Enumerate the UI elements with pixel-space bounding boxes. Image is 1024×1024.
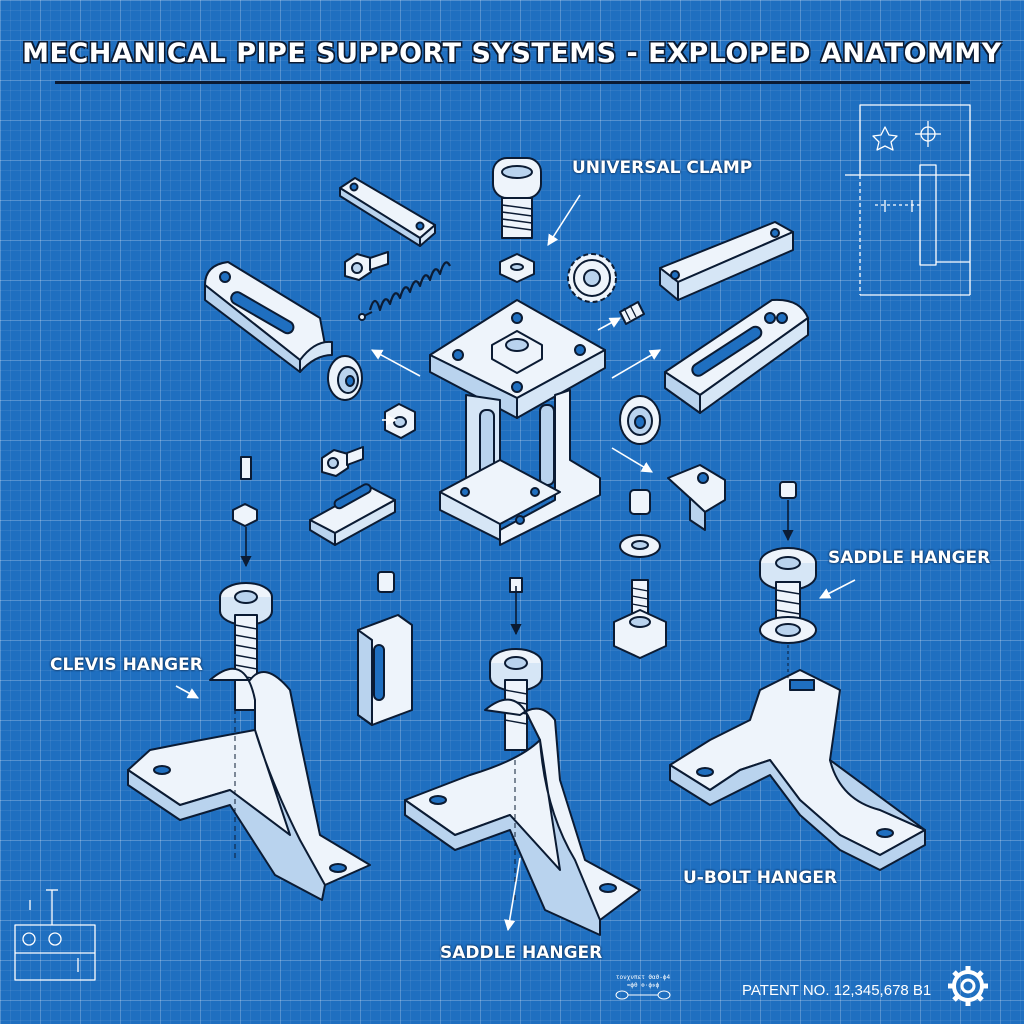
saddle-hanger-center-assembly [404, 577, 641, 936]
gear-icon [948, 966, 988, 1006]
strap-plate-top-left [339, 177, 436, 247]
strap-plate-top-right [659, 221, 794, 301]
angle-bracket-right [667, 464, 726, 531]
center-bolt-stack [613, 489, 667, 659]
page-title: MECHANICAL PIPE SUPPORT SYSTEMS - EXPLOP… [22, 38, 1002, 69]
spring [358, 261, 451, 321]
set-screw-right [619, 301, 645, 325]
small-bolt-top-left [344, 251, 389, 281]
hex-nut-left [384, 403, 416, 439]
gear-part [567, 253, 617, 303]
universal-clamp-body [429, 157, 606, 546]
slotted-plate-left [309, 483, 396, 546]
washer-left-1 [327, 355, 363, 401]
small-bolt-left [321, 446, 364, 477]
label-saddle-hanger-right: SADDLE HANGER [828, 548, 991, 568]
clevis-hanger-assembly [127, 456, 371, 901]
slotted-link [357, 571, 413, 726]
stamp-icon [615, 990, 671, 1000]
title-underline [55, 81, 970, 84]
label-universal-clamp: UNIVERSAL CLAMP [572, 158, 753, 178]
schematic-inset [845, 104, 971, 296]
u-bolt-hanger-assembly [669, 481, 926, 871]
arrow-icon-group [175, 194, 856, 932]
legend-box [14, 889, 96, 981]
label-u-bolt-hanger: U-BOLT HANGER [683, 868, 838, 888]
label-clevis-hanger: CLEVIS HANGER [50, 655, 203, 675]
washer-right-1 [619, 395, 661, 445]
label-saddle-hanger-bottom: SADDLE HANGER [440, 943, 603, 963]
patent-number: PATENT NO. 12,345,678 B1 [742, 982, 932, 999]
clamp-jaw-left [204, 261, 333, 373]
stamp-text: τονχνπετ ϑαϑ-ϕ4 ≈ϕθ ⊗·ϕ✲ϕ [615, 974, 671, 989]
clamp-jaw-right [664, 298, 809, 414]
